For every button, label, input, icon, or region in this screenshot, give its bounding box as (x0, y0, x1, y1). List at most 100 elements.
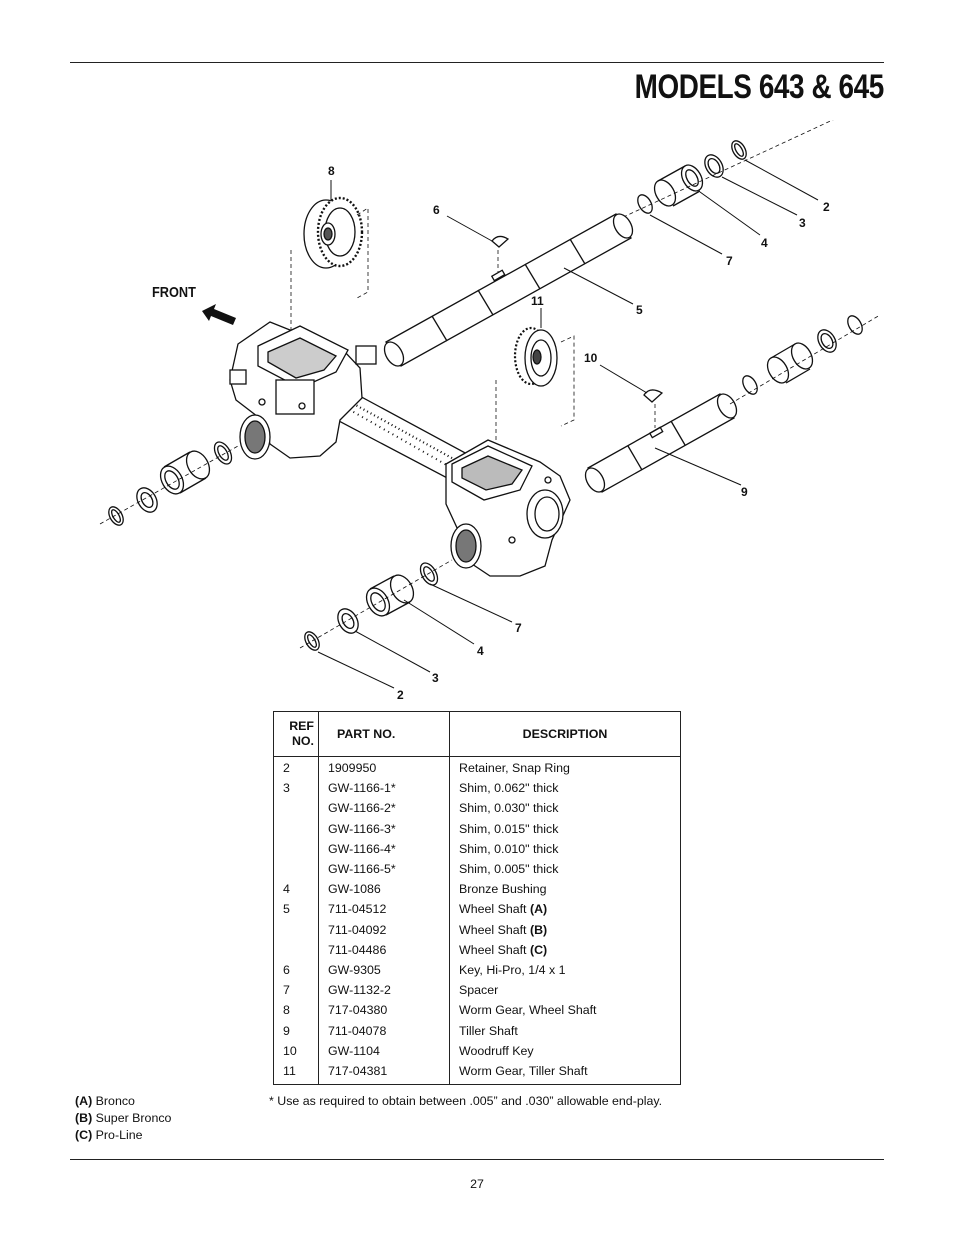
right-spacer-icon (742, 375, 758, 395)
axle-housing-icon (229, 321, 571, 577)
cell-description: Key, Hi-Pro, 1/4 x 1 (449, 960, 681, 981)
cell-ref: 4 (273, 879, 319, 900)
key-hi-pro-icon (491, 235, 510, 248)
bottom-bushing-icon (365, 574, 415, 617)
cell-description: Wheel Shaft (C) (449, 939, 681, 961)
page-number: 27 (470, 1177, 484, 1191)
cell-description: Bronze Bushing (449, 879, 681, 900)
description-text: Worm Gear, Wheel Shaft (459, 1003, 597, 1018)
description-text: Spacer (459, 983, 499, 998)
cell-description: Shim, 0.062" thick (449, 778, 681, 799)
cell-ref: 9 (273, 1020, 319, 1041)
callout-7-lower: 7 (515, 621, 522, 635)
description-text: Shim, 0.015" thick (459, 821, 559, 836)
callout-4-upper: 4 (761, 236, 768, 250)
description-text: Key, Hi-Pro, 1/4 x 1 (459, 963, 566, 978)
front-label: FRONT (152, 284, 196, 301)
cell-part-no: 711-04486 (318, 939, 450, 961)
cell-ref: 5 (273, 899, 319, 920)
shim-footnote: * Use as required to obtain between .005… (269, 1094, 663, 1108)
callout-2-lower: 2 (397, 688, 404, 702)
header-description: DESCRIPTION (449, 711, 681, 757)
cell-part-no: 711-04078 (318, 1020, 450, 1041)
cell-description: Worm Gear, Wheel Shaft (449, 1000, 681, 1021)
bottom-snap-ring-icon (304, 631, 320, 651)
description-text: Shim, 0.005" thick (459, 862, 559, 877)
header-part-no: PART NO. (318, 711, 450, 757)
worm-gear-tiller-shaft-icon (513, 326, 558, 387)
bottom-rule (70, 1159, 884, 1160)
exploded-parts-diagram (99, 120, 881, 689)
upper-shim-icon (704, 154, 724, 178)
description-text: Shim, 0.062" thick (459, 781, 559, 796)
cell-part-no: 717-04380 (318, 1000, 450, 1021)
cell-description: Tiller Shaft (449, 1020, 681, 1041)
cell-part-no: GW-1132-2 (318, 980, 450, 1001)
right-shim-icon (817, 329, 837, 353)
callout-11: 11 (531, 294, 544, 308)
cell-ref (273, 939, 319, 961)
cell-part-no: GW-1166-2* (318, 798, 450, 819)
cell-ref (273, 919, 319, 940)
description-text: Wheel Shaft (459, 922, 527, 937)
callout-8: 8 (328, 164, 335, 178)
description-text: Shim, 0.030" thick (459, 801, 559, 816)
description-text: Wheel Shaft (459, 902, 527, 917)
cell-ref (273, 838, 319, 860)
cell-description: Shim, 0.015" thick (449, 818, 681, 839)
cell-ref: 7 (273, 980, 319, 1001)
callout-7-upper: 7 (726, 254, 733, 268)
cell-part-no: GW-1086 (318, 879, 450, 900)
header-ref-line1: REF (289, 719, 314, 733)
cell-ref: 8 (273, 1000, 319, 1021)
cell-ref (273, 859, 319, 880)
upper-spacer-icon (637, 194, 653, 214)
cell-description: Shim, 0.005" thick (449, 859, 681, 880)
cell-ref: 6 (273, 960, 319, 981)
right-bushing-icon (766, 342, 814, 384)
wheel-shaft-icon (383, 213, 634, 367)
callout-9: 9 (741, 485, 748, 499)
upper-snap-ring-icon (731, 140, 747, 160)
model-suffix: (B) (529, 922, 548, 937)
cell-ref: 3 (273, 778, 319, 799)
tiller-shaft-icon (584, 393, 738, 493)
table-row: GW-1166-5* Shim, 0.005" thick (273, 859, 681, 880)
upper-bushing-icon (653, 164, 704, 207)
left-snap-ring-icon (108, 506, 124, 526)
cell-part-no: GW-1166-5* (318, 859, 450, 880)
cell-part-no: GW-1166-4* (318, 838, 450, 860)
right-snap-ring-icon (847, 315, 863, 335)
cell-part-no: 711-04092 (318, 919, 450, 940)
cell-description: Wheel Shaft (B) (449, 919, 681, 940)
left-spacer-icon (213, 441, 233, 465)
description-text: Wheel Shaft (459, 942, 527, 957)
left-shim-icon (136, 487, 158, 513)
model-suffix: (A) (529, 902, 548, 917)
cell-description: Wheel Shaft (A) (449, 899, 681, 920)
cell-part-no: GW-1166-1* (318, 778, 450, 799)
cell-description: Shim, 0.010" thick (449, 838, 681, 860)
legend-item-a: (A) Bronco (75, 1094, 135, 1108)
front-arrow-icon (202, 304, 236, 325)
bottom-spacer-icon (419, 562, 439, 586)
legend-item-b: (B) Super Bronco (75, 1111, 172, 1125)
callout-2-upper: 2 (823, 200, 830, 214)
description-text: Bronze Bushing (459, 882, 547, 897)
cell-part-no: GW-1104 (318, 1040, 450, 1062)
description-text: Woodruff Key (459, 1043, 534, 1058)
cell-description: Woodruff Key (449, 1040, 681, 1062)
description-text: Worm Gear, Tiller Shaft (459, 1064, 588, 1079)
